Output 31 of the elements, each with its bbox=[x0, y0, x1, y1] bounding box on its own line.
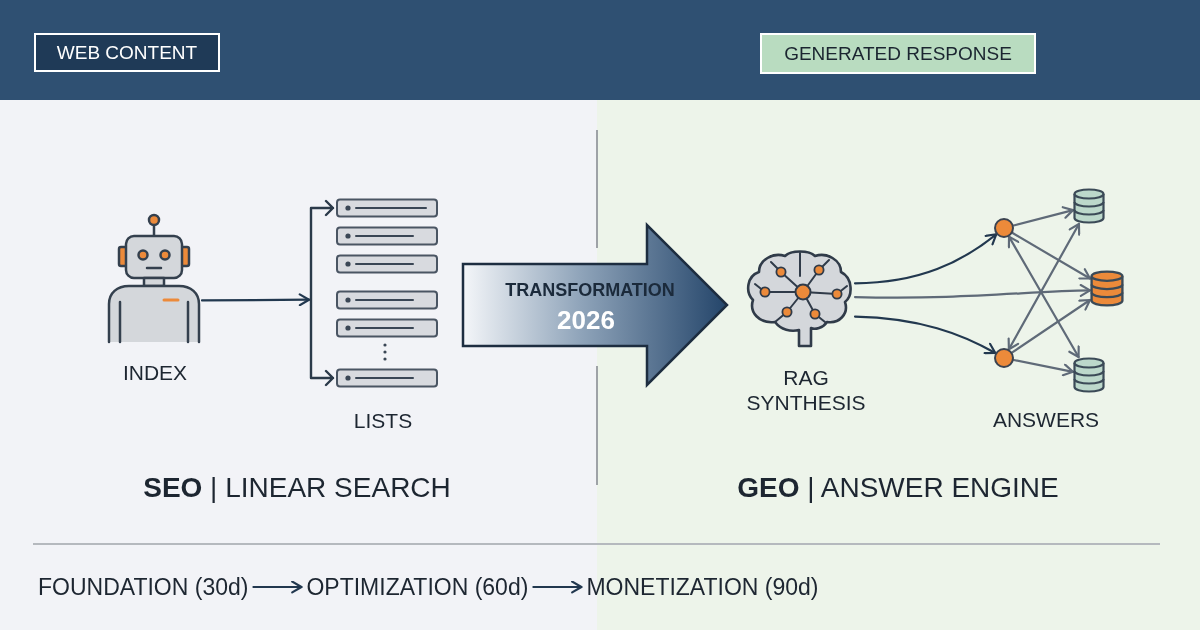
section-title: GEO | ANSWER ENGINE bbox=[737, 471, 1059, 505]
section-title: SEO | LINEAR SEARCH bbox=[143, 471, 451, 505]
arrow bbox=[853, 284, 1092, 299]
step-label: OPTIMIZATION (60d) bbox=[306, 573, 529, 601]
caption: ANSWERS bbox=[992, 407, 1100, 432]
arrow bbox=[200, 293, 311, 307]
arrow bbox=[1012, 206, 1075, 227]
arrow bbox=[252, 580, 303, 594]
node-label: LISTS bbox=[353, 408, 413, 433]
arrow bbox=[853, 315, 997, 355]
section-tag: WEB CONTENT bbox=[34, 33, 220, 72]
arrow bbox=[1011, 298, 1092, 354]
step-label: FOUNDATION (30d) bbox=[38, 573, 249, 601]
list-rows-icon bbox=[309, 197, 439, 389]
arrow bbox=[1007, 235, 1080, 359]
arrow bbox=[532, 580, 583, 594]
arrow bbox=[1012, 358, 1075, 377]
brain-network-icon bbox=[745, 250, 855, 348]
robot-icon bbox=[106, 212, 202, 342]
arrow bbox=[853, 233, 998, 285]
database-icon bbox=[1073, 357, 1105, 393]
arrow bbox=[1007, 222, 1081, 351]
step-label: MONETIZATION (90d) bbox=[586, 573, 819, 601]
node-label: INDEX bbox=[122, 360, 188, 385]
section-tag: GENERATED RESPONSE bbox=[760, 33, 1036, 74]
transformation-arrow bbox=[461, 223, 729, 387]
database-icon bbox=[1073, 188, 1105, 224]
node-label: RAG SYNTHESIS bbox=[746, 365, 866, 415]
year-label: 2026 bbox=[557, 305, 615, 335]
database-icon bbox=[1090, 270, 1124, 307]
arrow bbox=[1011, 231, 1092, 280]
